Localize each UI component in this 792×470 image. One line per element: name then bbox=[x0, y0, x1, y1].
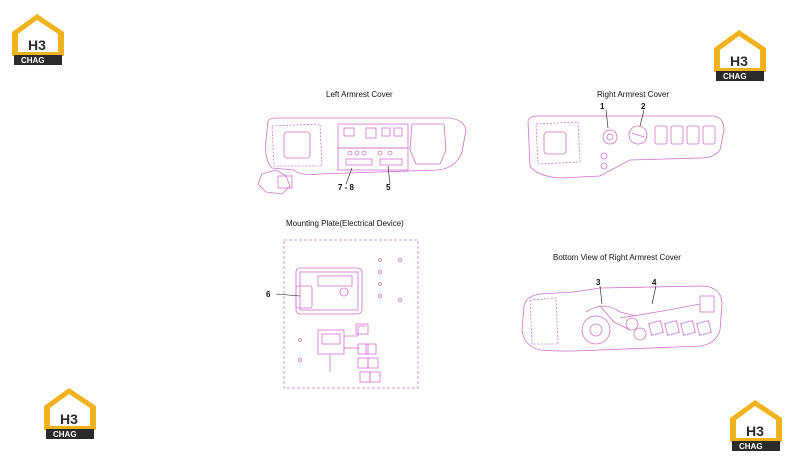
logo-top-right: H3 CHAG bbox=[710, 28, 768, 82]
logo-bottom-left: H3 CHAG bbox=[40, 386, 98, 440]
title-right-armrest: Right Armrest Cover bbox=[597, 90, 670, 99]
svg-text:H3: H3 bbox=[746, 423, 764, 439]
callout-1: 1 bbox=[600, 102, 605, 111]
title-bottom-view: Bottom View of Right Armrest Cover bbox=[553, 253, 681, 262]
callout-7-8: 7 - 8 bbox=[338, 183, 355, 192]
svg-text:CHAG: CHAG bbox=[21, 56, 45, 65]
logo-top-left: H3 CHAG bbox=[8, 12, 66, 66]
svg-text:H3: H3 bbox=[60, 411, 78, 427]
callout-6: 6 bbox=[266, 290, 271, 299]
callout-5: 5 bbox=[386, 183, 391, 192]
logo-bottom-right: H3 CHAG bbox=[726, 398, 784, 452]
svg-text:CHAG: CHAG bbox=[723, 72, 747, 81]
bottom-view-drawing bbox=[521, 285, 723, 352]
title-mounting-plate: Mounting Plate(Electrical Device) bbox=[286, 219, 404, 228]
svg-text:CHAG: CHAG bbox=[739, 442, 763, 451]
svg-text:H3: H3 bbox=[28, 37, 46, 53]
right-armrest-cover-drawing bbox=[527, 109, 725, 179]
title-left-armrest: Left Armrest Cover bbox=[326, 90, 393, 99]
svg-text:CHAG: CHAG bbox=[53, 430, 77, 439]
left-armrest-cover-drawing bbox=[257, 117, 467, 195]
callout-3: 3 bbox=[596, 278, 601, 287]
svg-text:H3: H3 bbox=[730, 53, 748, 69]
callout-2: 2 bbox=[641, 102, 646, 111]
callout-4: 4 bbox=[652, 278, 657, 287]
mounting-plate-drawing bbox=[275, 239, 419, 389]
